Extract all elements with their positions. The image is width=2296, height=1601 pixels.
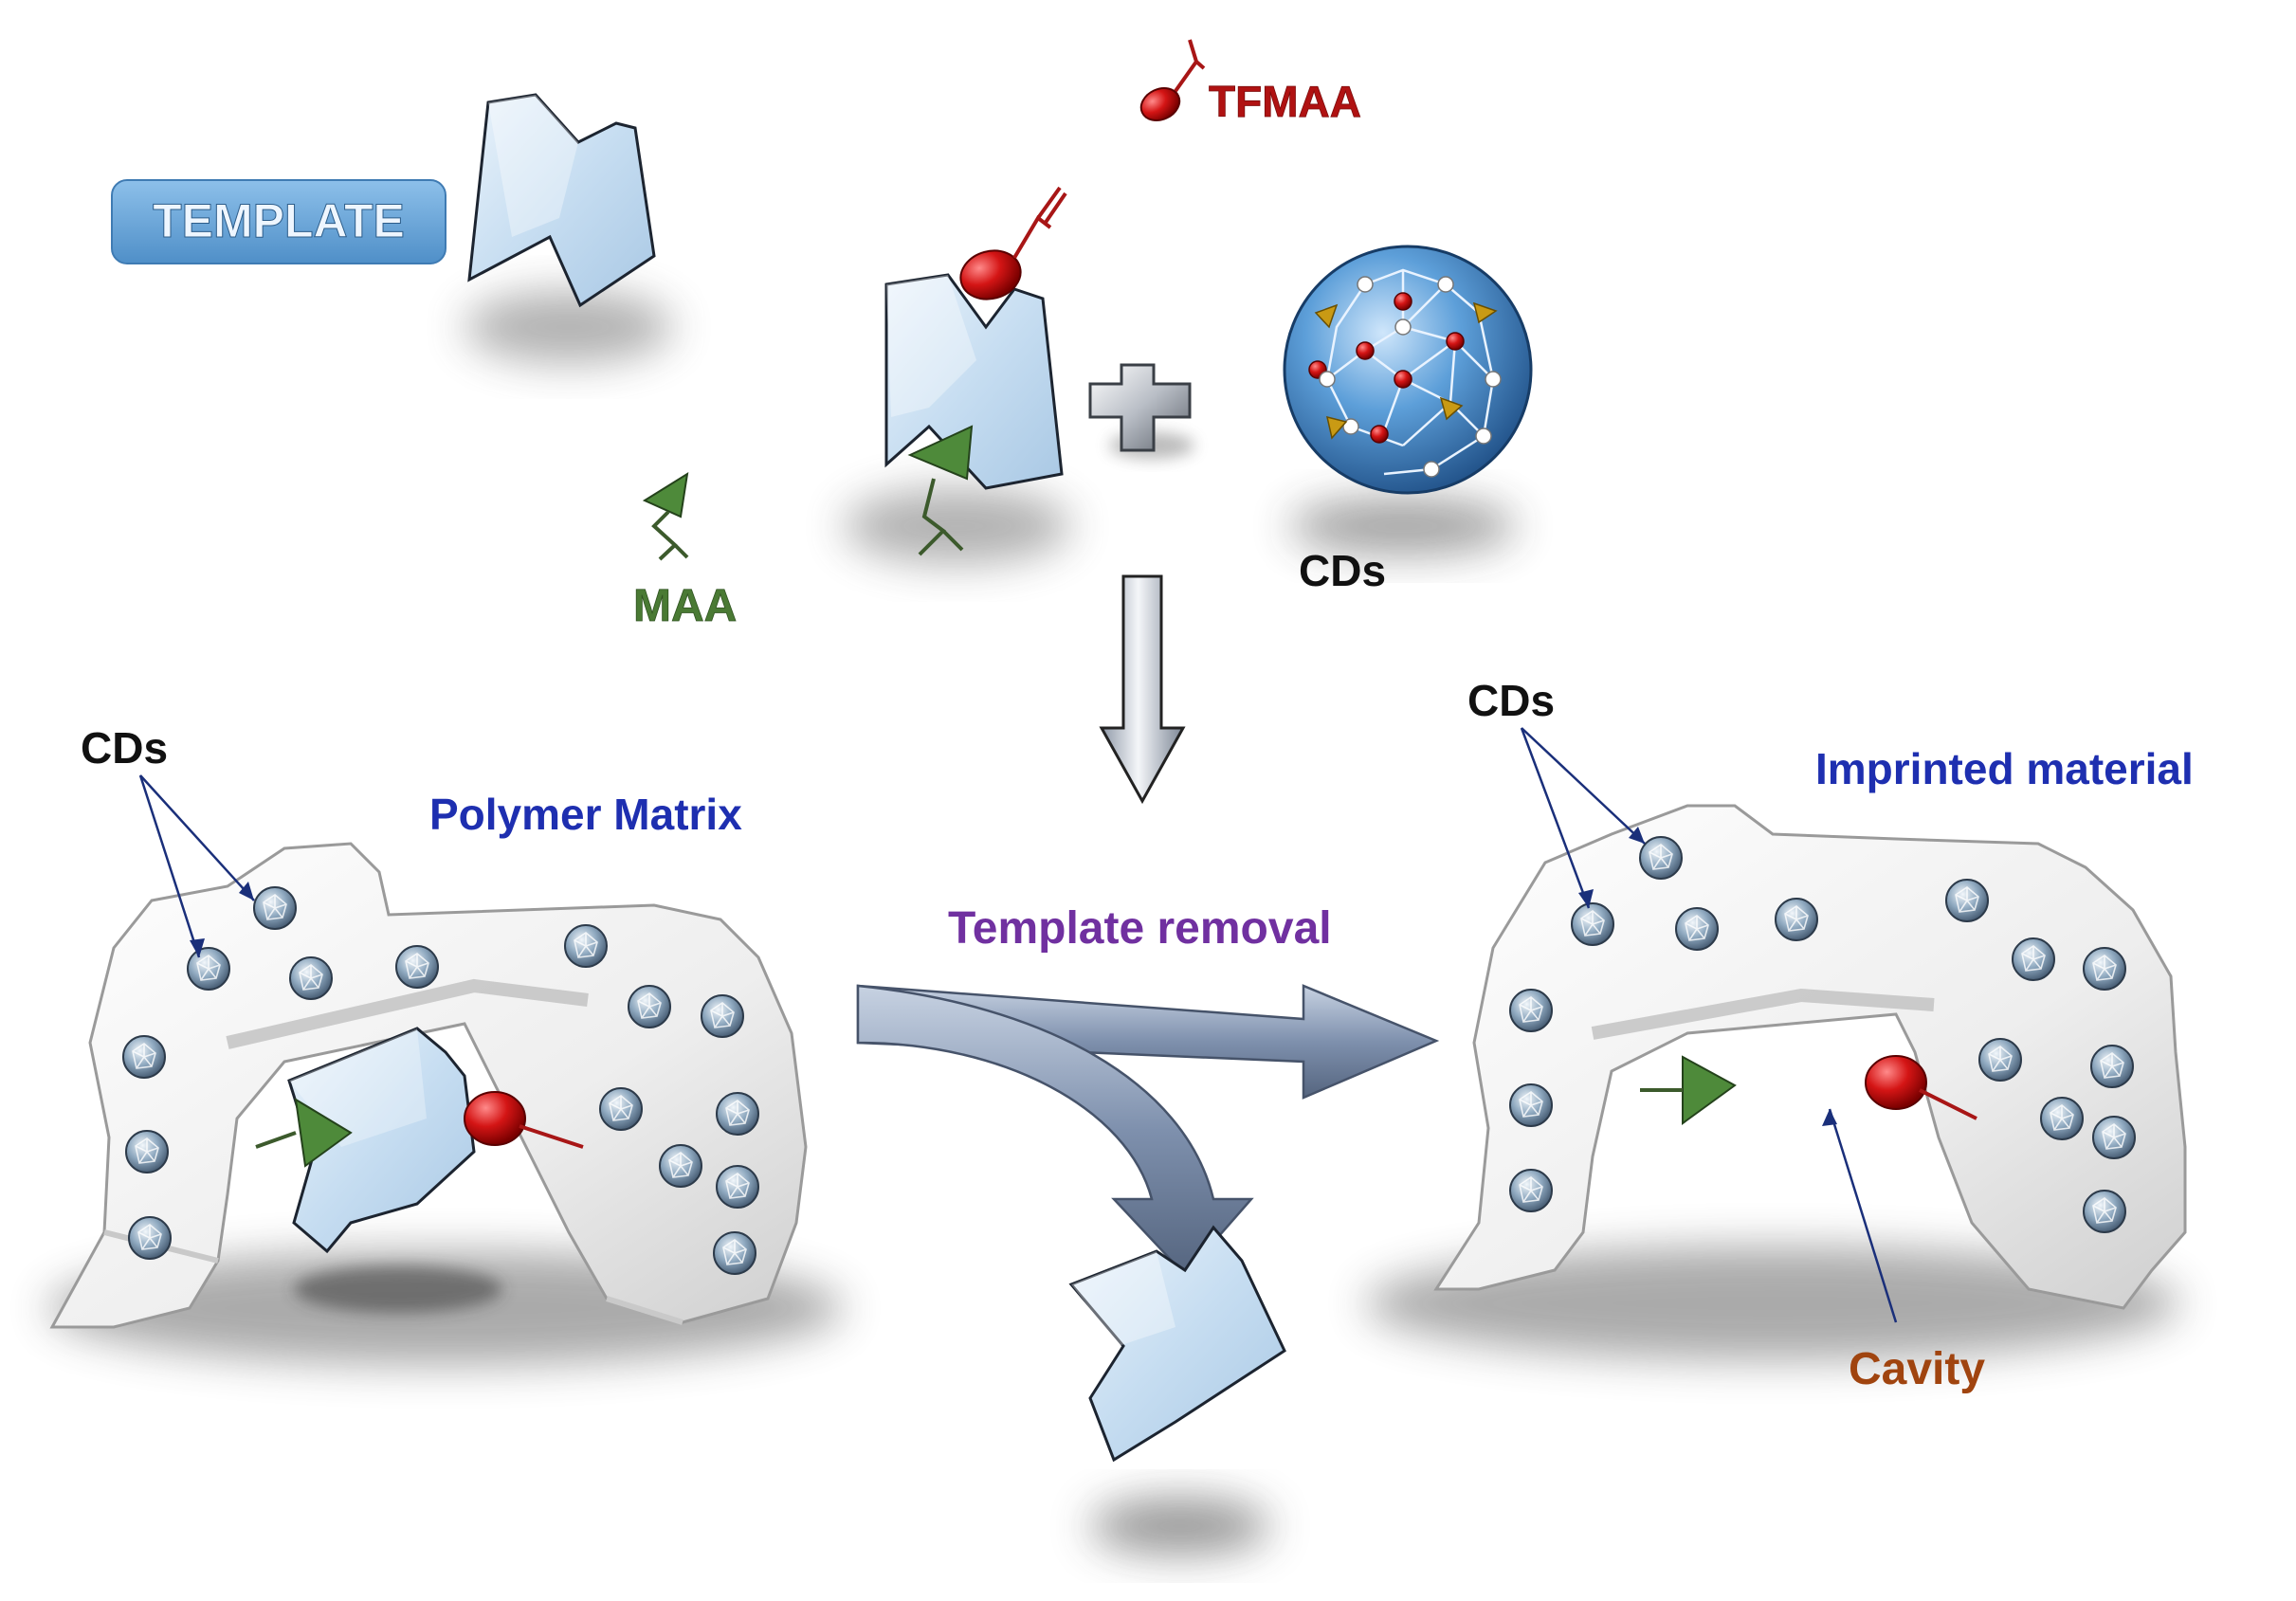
cd-dot — [395, 945, 439, 989]
cavity-pointer — [1822, 1108, 1898, 1323]
cd-dot — [1639, 836, 1683, 880]
cd-dot — [1945, 879, 1989, 922]
tfmaa-label: TFMAA — [1209, 77, 1361, 126]
polymer-matrix: CDs Polymer Matrix — [47, 723, 844, 1365]
cd-dot — [628, 985, 671, 1028]
maa-label: MAA — [633, 581, 737, 631]
cd-dot — [253, 886, 297, 930]
cd-dot — [122, 1035, 166, 1079]
cd-dot — [701, 994, 744, 1038]
cd-dot — [716, 1165, 759, 1209]
template-removal-label: Template removal — [948, 903, 1332, 954]
polymer-matrix-label: Polymer Matrix — [429, 790, 742, 839]
template-badge: TEMPLATE — [111, 179, 446, 264]
cd-dot — [2040, 1097, 2084, 1140]
cd-dot — [1571, 902, 1614, 946]
imprinted-material-label: Imprinted material — [1815, 744, 2194, 793]
cd-dot — [2012, 937, 2055, 981]
cd-dot — [716, 1092, 759, 1136]
cds-right-label: CDs — [1467, 676, 1555, 725]
split-arrow-icon: Template removal — [856, 903, 1440, 1277]
down-arrow-icon — [1099, 574, 1186, 805]
cd-dot — [128, 1216, 172, 1260]
cd-dot — [1509, 989, 1553, 1032]
plus-icon — [1088, 363, 1194, 459]
cd-dot — [187, 947, 230, 991]
cds-left-pointer — [138, 774, 255, 958]
cd-dot — [713, 1231, 756, 1275]
cd-dot — [599, 1087, 643, 1131]
cd-dot — [2090, 1045, 2134, 1088]
imprinted-material: CDs Imprinted material Cavity — [1365, 676, 2194, 1394]
maa-monomer: MAA — [633, 471, 738, 631]
cds-top-label: CDs — [1299, 546, 1386, 595]
cds-left-label: CDs — [81, 723, 168, 773]
cd-dot — [1775, 898, 1818, 941]
cd-dot — [289, 956, 333, 1000]
cavity-label: Cavity — [1849, 1344, 1985, 1394]
carbon-dot-sphere-icon: CDs — [1283, 245, 1533, 595]
cd-dot — [1509, 1083, 1553, 1127]
cd-dot — [564, 924, 608, 968]
template-label: TEMPLATE — [153, 194, 405, 247]
cd-dot — [1675, 907, 1719, 951]
pre-polymerization-complex — [844, 186, 1071, 564]
template-molecule — [465, 93, 673, 363]
tfmaa-monomer: TFMAA — [1139, 39, 1361, 126]
cd-dot — [1509, 1169, 1553, 1212]
removed-template — [1068, 1225, 1286, 1555]
cd-dot — [659, 1144, 702, 1188]
cds-right-pointer — [1520, 727, 1646, 909]
cd-dot — [2083, 1190, 2126, 1233]
cd-dot — [2083, 947, 2126, 991]
cd-dot — [1978, 1038, 2022, 1082]
cd-dot — [2092, 1116, 2136, 1159]
cd-dot — [125, 1130, 169, 1173]
